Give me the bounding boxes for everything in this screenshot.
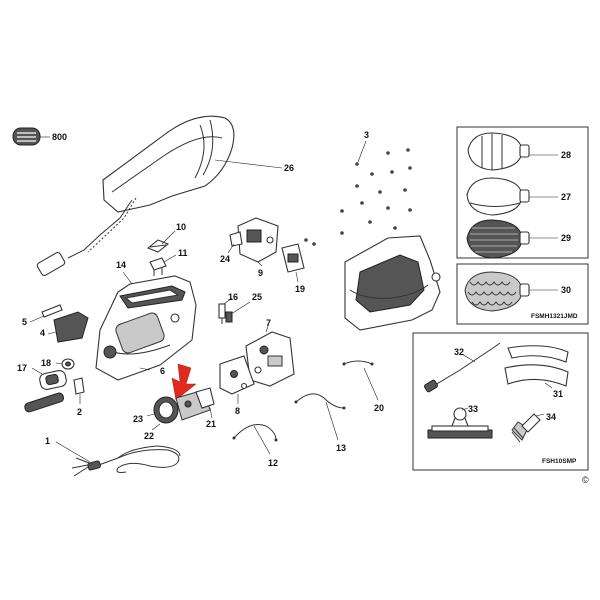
label-13: 13 bbox=[336, 443, 346, 453]
label-22: 22 bbox=[144, 431, 154, 441]
wire-12 bbox=[232, 424, 278, 442]
label-29: 29 bbox=[561, 233, 571, 243]
label-24: 24 bbox=[220, 254, 230, 264]
wire-13 bbox=[294, 393, 346, 410]
copyright-mark: © bbox=[582, 475, 589, 485]
label-33: 33 bbox=[468, 404, 478, 414]
water-tank bbox=[102, 115, 235, 213]
part-11 bbox=[149, 257, 167, 276]
label-31: 31 bbox=[553, 389, 563, 399]
label-4: 4 bbox=[40, 328, 45, 338]
label-23: 23 bbox=[133, 414, 143, 424]
mitt-28 bbox=[467, 132, 530, 171]
valve-block-9 bbox=[229, 217, 279, 263]
kit-code-accessories: FSH10SMP bbox=[542, 458, 577, 465]
label-14: 14 bbox=[116, 260, 126, 270]
floor-tool-33 bbox=[427, 407, 493, 439]
label-12: 12 bbox=[268, 458, 278, 468]
ring-18 bbox=[61, 358, 75, 370]
label-17: 17 bbox=[17, 363, 27, 373]
pump-motor-22 bbox=[153, 387, 215, 424]
highlight-arrow-icon bbox=[171, 363, 197, 401]
label-28: 28 bbox=[561, 150, 571, 160]
label-9: 9 bbox=[258, 268, 263, 278]
label-7: 7 bbox=[266, 318, 271, 328]
housing-cover bbox=[344, 235, 441, 331]
bracket-19 bbox=[281, 238, 316, 273]
label-34: 34 bbox=[546, 412, 556, 422]
label-25: 25 bbox=[252, 292, 262, 302]
power-cord-1 bbox=[71, 445, 181, 477]
part-5 bbox=[41, 304, 63, 318]
screws bbox=[340, 148, 412, 240]
label-27: 27 bbox=[561, 192, 571, 202]
collar-17 bbox=[39, 370, 67, 390]
label-10: 10 bbox=[176, 222, 186, 232]
main-housing-14 bbox=[95, 275, 197, 381]
label-1: 1 bbox=[45, 436, 50, 446]
mitt-30 bbox=[464, 271, 530, 312]
hose bbox=[36, 197, 137, 277]
grip-17b bbox=[24, 392, 65, 413]
mitt-27 bbox=[466, 177, 530, 216]
label-6: 6 bbox=[160, 366, 165, 376]
pack-icon bbox=[12, 127, 41, 146]
strap-31 bbox=[504, 345, 569, 387]
label-11: 11 bbox=[178, 248, 188, 258]
extension-lance-32 bbox=[424, 342, 501, 393]
label-30: 30 bbox=[561, 285, 571, 295]
pump-plate-8 bbox=[219, 355, 255, 395]
label-5: 5 bbox=[22, 317, 27, 327]
mitt-29 bbox=[466, 219, 530, 259]
label-19: 19 bbox=[295, 284, 305, 294]
part-2 bbox=[73, 377, 85, 395]
pump-plate-7 bbox=[245, 331, 295, 387]
label-18: 18 bbox=[41, 358, 51, 368]
cap-4 bbox=[53, 311, 89, 343]
label-3: 3 bbox=[364, 130, 369, 140]
label-800: 800 bbox=[52, 132, 67, 142]
label-16: 16 bbox=[228, 292, 238, 302]
part-25 bbox=[225, 311, 233, 323]
label-26: 26 bbox=[284, 163, 294, 173]
brush-34 bbox=[511, 413, 541, 443]
tube-20 bbox=[342, 360, 374, 366]
kit-code-mitts: FSMH1321JMD bbox=[531, 313, 578, 320]
part-10 bbox=[146, 239, 170, 253]
label-8: 8 bbox=[235, 406, 240, 416]
label-21: 21 bbox=[206, 419, 216, 429]
label-20: 20 bbox=[374, 403, 384, 413]
label-2: 2 bbox=[77, 407, 82, 417]
label-32: 32 bbox=[454, 347, 464, 357]
part-16 bbox=[218, 303, 226, 324]
